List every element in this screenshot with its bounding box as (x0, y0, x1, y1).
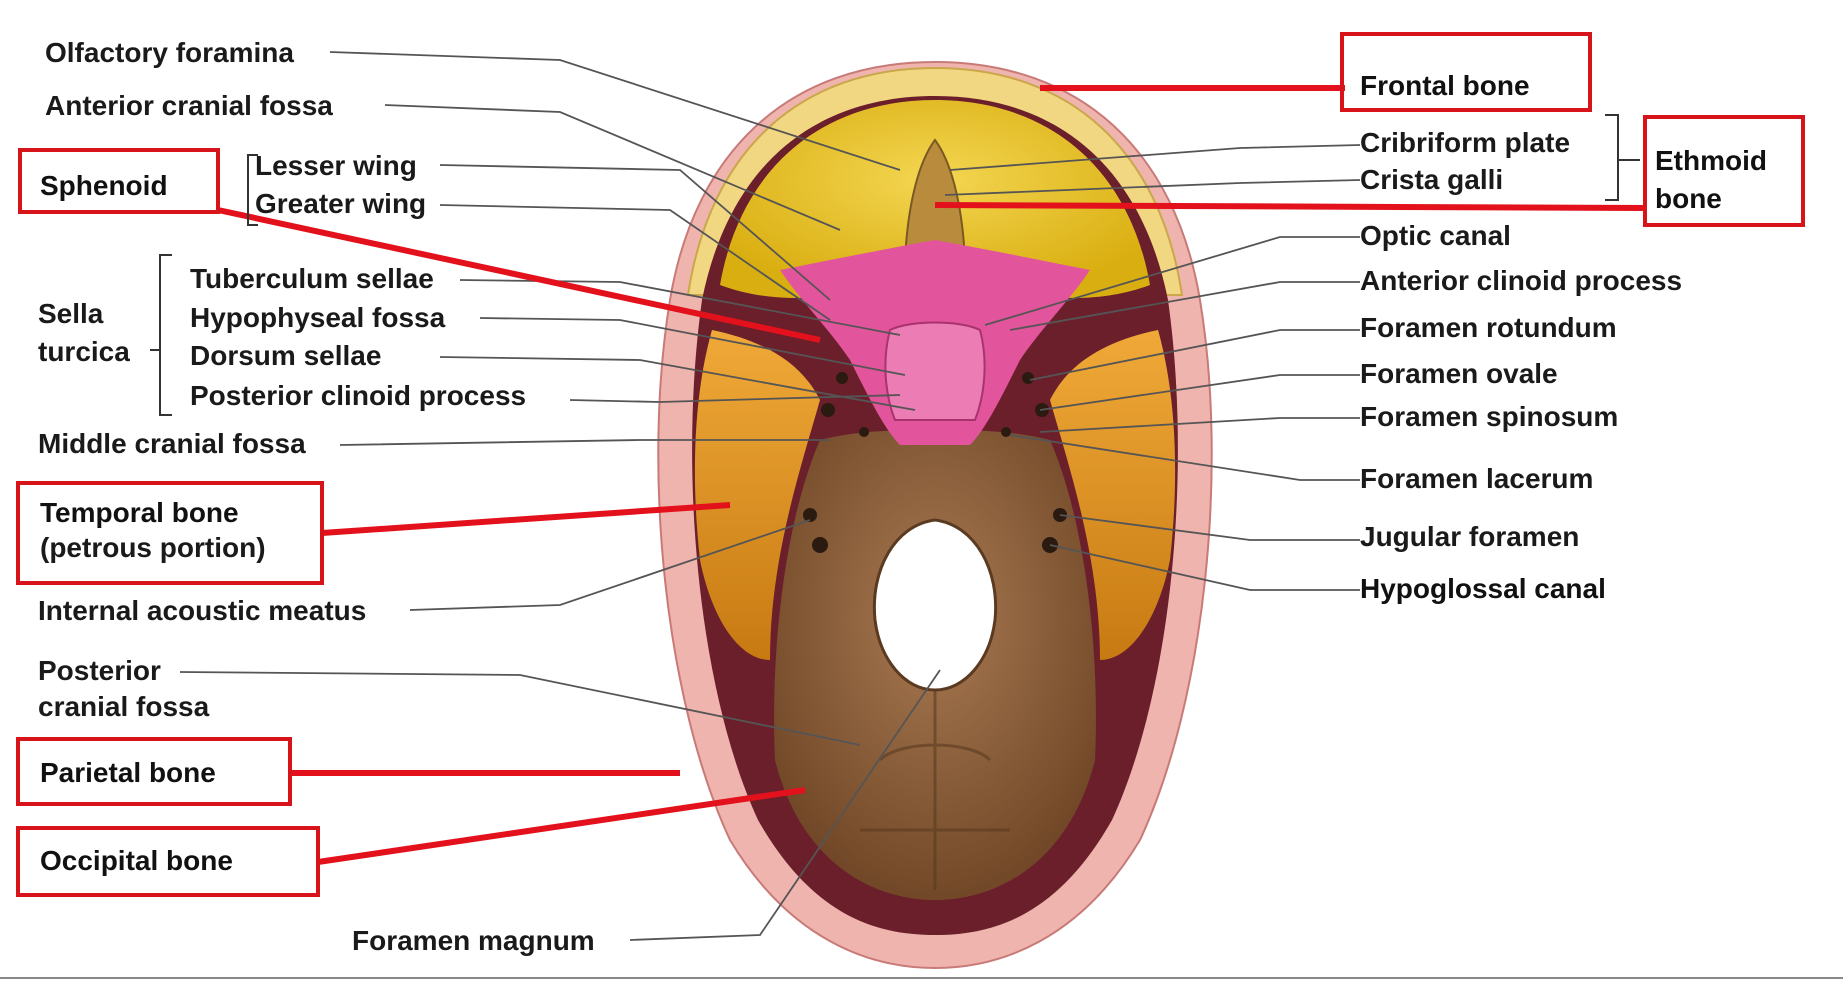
label-olfactory-foramina: Olfactory foramina (45, 37, 294, 68)
label-cranial-fossa: cranial fossa (38, 691, 210, 722)
label-internal-acoustic-meatus: Internal acoustic meatus (38, 595, 366, 626)
sella-turcica-shape (885, 323, 984, 421)
skull-illustration (658, 62, 1211, 968)
label-foramen-spinosum: Foramen spinosum (1360, 401, 1618, 432)
label-turcica: turcica (38, 336, 130, 367)
label-anterior-clinoid-process: Anterior clinoid process (1360, 265, 1682, 296)
label-hypophyseal-fossa: Hypophyseal fossa (190, 302, 446, 333)
label-jugular-foramen: Jugular foramen (1360, 521, 1579, 552)
label-parietal-bone: Parietal bone (40, 757, 216, 788)
label-foramen-magnum: Foramen magnum (352, 925, 595, 956)
label-frontal-bone: Frontal bone (1360, 70, 1530, 101)
label-petrous-portion: (petrous portion) (40, 532, 266, 563)
label-ethmoid-bone: bone (1655, 183, 1722, 214)
label-cribriform-plate: Cribriform plate (1360, 127, 1570, 158)
foramen-magnum-shape (874, 520, 995, 690)
label-hypoglossal-canal: Hypoglossal canal (1360, 573, 1606, 604)
label-foramen-rotundum: Foramen rotundum (1360, 312, 1617, 343)
label-crista-galli: Crista galli (1360, 164, 1503, 195)
label-anterior-cranial-fossa: Anterior cranial fossa (45, 90, 333, 121)
label-posterior: Posterior (38, 655, 161, 686)
label-lesser-wing: Lesser wing (255, 150, 417, 181)
label-posterior-clinoid-process: Posterior clinoid process (190, 380, 526, 411)
label-occipital-bone: Occipital bone (40, 845, 233, 876)
label-optic-canal: Optic canal (1360, 220, 1511, 251)
label-sphenoid: Sphenoid (40, 170, 168, 201)
label-temporal-bone: Temporal bone (40, 497, 239, 528)
label-sella: Sella (38, 298, 104, 329)
label-ethmoid: Ethmoid (1655, 145, 1767, 176)
label-middle-cranial-fossa: Middle cranial fossa (38, 428, 306, 459)
label-tuberculum-sellae: Tuberculum sellae (190, 263, 434, 294)
label-dorsum-sellae: Dorsum sellae (190, 340, 381, 371)
label-greater-wing: Greater wing (255, 188, 426, 219)
label-foramen-ovale: Foramen ovale (1360, 358, 1558, 389)
label-foramen-lacerum: Foramen lacerum (1360, 463, 1593, 494)
